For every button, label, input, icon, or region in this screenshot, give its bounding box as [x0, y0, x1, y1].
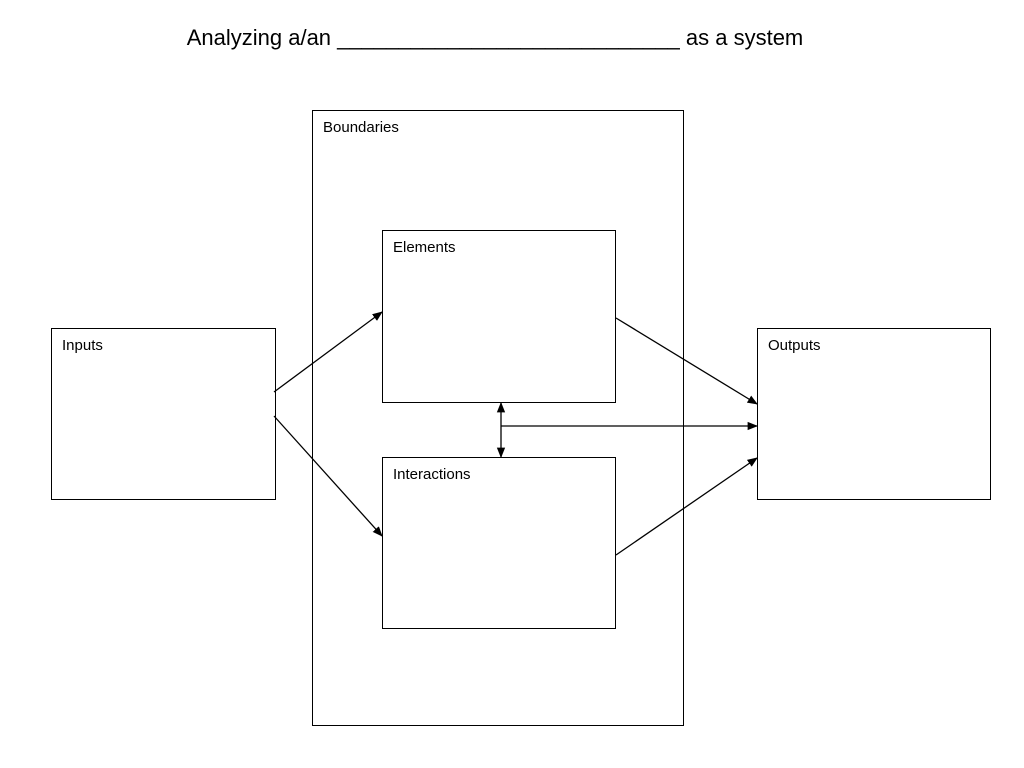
title-prefix: Analyzing a/an — [186, 25, 332, 50]
boundaries-box: Boundaries — [312, 110, 684, 726]
arrow-interactions-to-outputs — [615, 457, 758, 556]
inputs-box: Inputs — [51, 328, 276, 500]
elements-label: Elements — [393, 239, 456, 256]
outputs-label: Outputs — [768, 337, 821, 354]
arrow-inputs-to-elements — [273, 311, 383, 393]
interactions-label: Interactions — [393, 466, 471, 483]
outputs-box: Outputs — [757, 328, 991, 500]
title-suffix: as a system — [685, 25, 804, 50]
page-title: Analyzing a/an _________________________… — [0, 24, 990, 52]
arrow-elements-to-outputs — [615, 317, 758, 405]
inputs-label: Inputs — [62, 337, 103, 354]
arrow-inputs-to-interactions — [273, 415, 383, 537]
boundaries-label: Boundaries — [323, 119, 399, 136]
title-blank: ____________________________ — [337, 25, 680, 50]
